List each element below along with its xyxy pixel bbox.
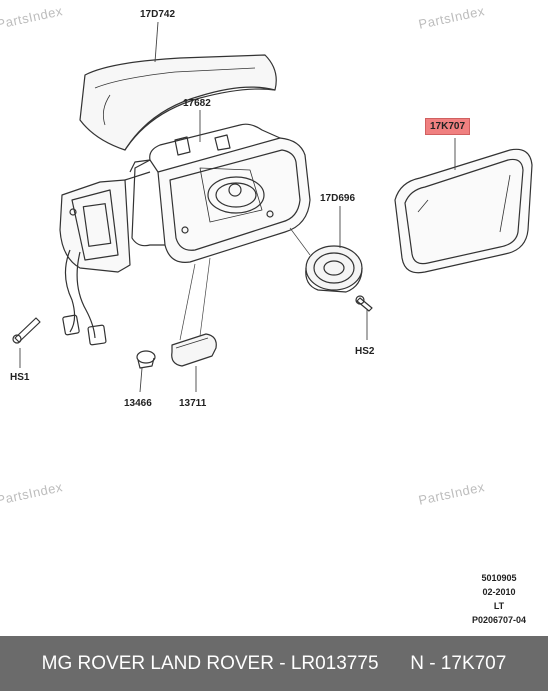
- screw-hs2-part: [355, 295, 373, 312]
- footer-bar: MG ROVER LAND ROVER - LR013775 N - 17K70…: [0, 636, 548, 691]
- callout-glass-highlighted[interactable]: 17K707: [425, 118, 471, 135]
- callout-hs2: HS2: [355, 346, 375, 357]
- leader-lines: [19, 21, 456, 393]
- callout-housing: 17682: [183, 98, 211, 109]
- footer-brand: MG ROVER LAND ROVER - LR013775: [41, 652, 379, 674]
- callout-cover: 17D742: [140, 9, 176, 20]
- exploded-diagram: [12, 21, 533, 393]
- ref-date: 02-2010: [482, 587, 516, 597]
- callout-bulb: 13466: [124, 398, 152, 409]
- ref-side: LT: [493, 601, 505, 611]
- callout-lamp: 13711: [179, 398, 207, 409]
- mirror-housing-part: [129, 123, 311, 263]
- footer-part: N - 17K707: [410, 652, 507, 674]
- mirror-glass-part: [394, 148, 533, 274]
- mirror-base-part: [59, 171, 151, 346]
- lamp-part: [171, 333, 217, 367]
- ref-number: 5010905: [481, 573, 517, 583]
- ref-code: P0206707-04: [471, 615, 527, 625]
- mirror-cover-part: [79, 54, 277, 151]
- mirror-motor-part: [305, 245, 363, 293]
- callout-motor: 17D696: [320, 193, 356, 204]
- screw-hs1-part: [12, 317, 41, 344]
- callout-hs1: HS1: [10, 372, 30, 383]
- bulb-part: [136, 350, 156, 369]
